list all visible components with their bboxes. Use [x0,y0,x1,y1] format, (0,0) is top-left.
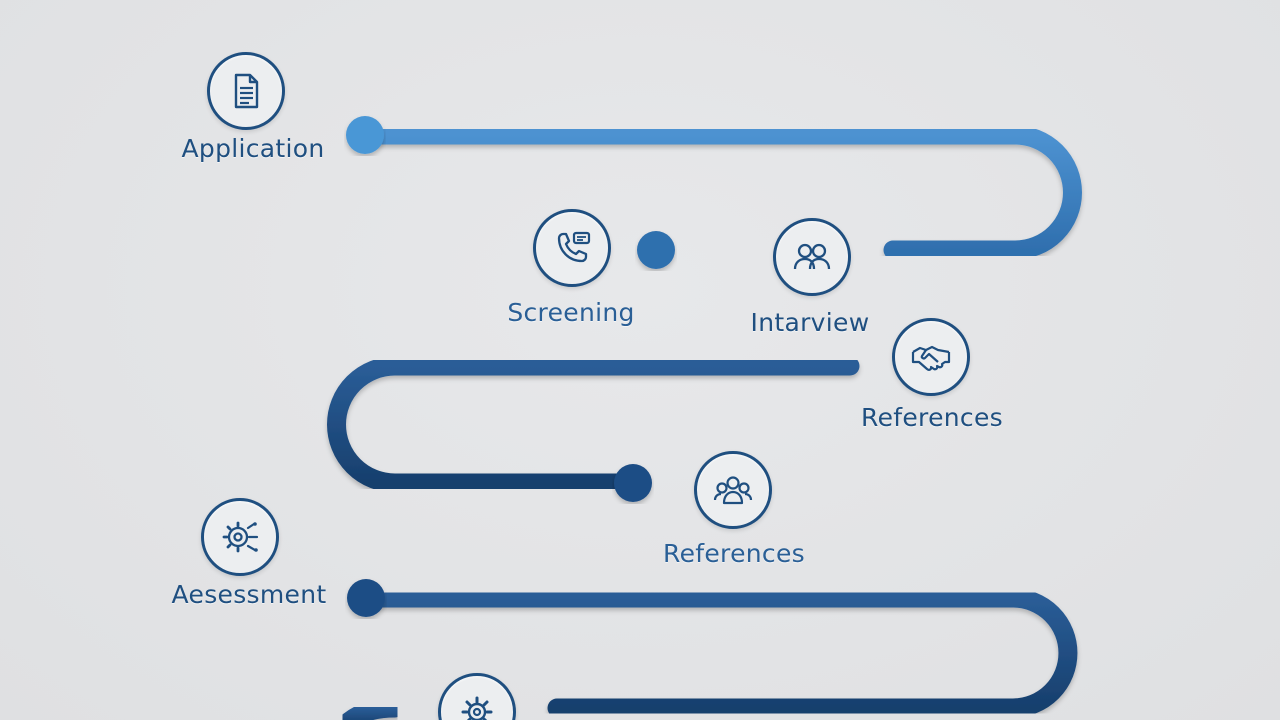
step-label-references-1: References [861,403,1003,432]
path-node-screening [637,231,675,269]
path-node-references [614,464,652,502]
step-label-assessment: Aesessment [171,580,327,609]
step-label-application: Application [181,134,325,163]
handshake-icon [892,318,970,396]
group-search-icon [694,451,772,529]
path-node-application [346,116,384,154]
step-label-screening: Screening [507,298,635,327]
path-segment-4 [356,588,1078,718]
step-label-interview: Intarview [750,308,870,337]
path-segment-5 [336,698,405,720]
people-icon [773,218,851,296]
path-segment-1 [355,125,1082,260]
path-segment-3 [327,356,860,493]
step-label-references-2: References [663,539,805,568]
gear-target-icon [201,498,279,576]
document-icon [207,52,285,130]
path-node-assessment [347,579,385,617]
phone-chat-icon [533,209,611,287]
